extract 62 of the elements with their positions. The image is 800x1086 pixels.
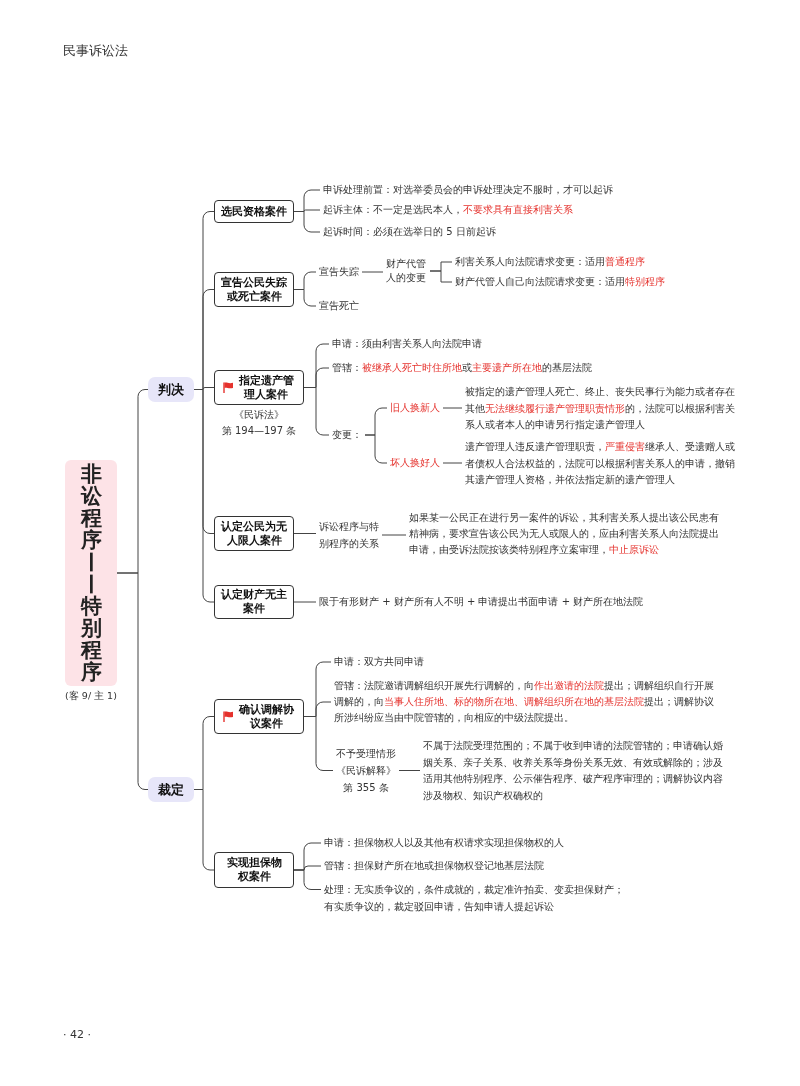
case-title: 认定公民为无人限人案件 — [220, 519, 288, 548]
connector-line — [293, 601, 317, 603]
note-text: 财产代管人自己向法院请求变更：适用特别程序 — [452, 275, 668, 289]
note-text: 申请：须由利害关系人向法院申请 — [329, 337, 485, 351]
citation-text: 第 194—197 条 — [221, 424, 297, 438]
note-text: 申诉处理前置：对选举委员会的申诉处理决定不服时，才可以起诉 — [320, 183, 616, 197]
connector-line — [442, 462, 463, 464]
running-header: 民事诉讼法 — [63, 42, 128, 60]
connector-line — [398, 770, 421, 771]
connector-line — [429, 270, 453, 283]
root-topic-box — [65, 460, 117, 686]
note-paragraph: 不属于法院受理范围的；不属于收到申请的法院管辖的；申请确认婚姻关系、亲子关系、收养关系等身份关系无效、有效或解除的；涉及适用其他特别程序、公示催告程序、破产程序审理的；调解协议内容涉及物权、知识产权确权的 — [420, 738, 726, 804]
note-paragraph: 处理：无实质争议的，条件成就的，裁定准许拍卖、变卖担保财产；有实质争议的，裁定驳回申请，告知申请人提起诉讼 — [321, 881, 627, 915]
note-text: 坏人换好人 — [387, 456, 443, 470]
note-text: 利害关系人向法院请求变更：适用普通程序 — [452, 255, 648, 269]
case-box — [214, 200, 294, 223]
connector-line — [293, 289, 317, 307]
note-text: 宣告死亡 — [316, 299, 362, 313]
case-title: 选民资格案件 — [221, 204, 287, 219]
score-note: (客 9/ 主 1) — [65, 690, 117, 702]
note-text: 申请：担保物权人以及其他有权请求实现担保物权的人 — [321, 836, 567, 850]
case-title: 认定财产无主案件 — [220, 588, 288, 616]
citation-text: 《民诉解释》 — [336, 764, 396, 778]
category-tag: 判决 — [148, 377, 194, 402]
root-topic-title: 非讼程序——特别程序 — [80, 463, 102, 683]
note-text: 诉讼程序与特别程序的关系 — [316, 518, 382, 552]
case-box — [214, 699, 304, 734]
case-title: 确认调解协议案件 — [237, 702, 295, 731]
case-box — [214, 370, 304, 405]
connector-line — [381, 534, 407, 536]
note-text: 限于有形财产 + 财产所有人不明 + 申请提出书面申请 + 财产所在地法院 — [316, 595, 647, 609]
case-box — [214, 852, 294, 888]
note-paragraph: 被指定的遗产管理人死亡、终止、丧失民事行为能力或者存在其他无法继续履行遗产管理职责情形的，法院可以根据利害关系人或者本人的申请另行指定遗产管理人 — [462, 384, 738, 434]
connector-line — [293, 869, 322, 890]
case-title: 宣告公民失踪或死亡案件 — [220, 275, 288, 304]
note-text: 起诉主体：不一定是选民本人，不要求具有直接利害关系 — [320, 203, 576, 217]
citation-text: 第 355 条 — [343, 781, 389, 795]
citation-text: 《民诉法》 — [234, 408, 284, 422]
case-box — [214, 516, 294, 551]
note-paragraph: 管辖：法院邀请调解组织开展先行调解的，向作出邀请的法院提出；调解组织自行开展调解的，向当事人住所地、标的物所在地、调解组织所在地的基层法院提出；调解协议所涉纠纷应当由中院管辖的，向相应的中级法院提出。 — [331, 678, 717, 726]
note-paragraph: 遗产管理人违反遗产管理职责，严重侵害继承人、受遗赠人或者债权人合法权益的，法院可以根据利害关系人的申请，撤销其遗产管理人资格，并依法指定新的遗产管理人 — [462, 439, 738, 489]
connector-line — [442, 407, 463, 409]
case-title: 指定遗产管理人案件 — [237, 373, 295, 402]
note-text: 申请：双方共同申请 — [331, 655, 427, 669]
note-text: 变更： — [329, 428, 365, 442]
note-text: 管辖：被继承人死亡时住所地或主要遗产所在地的基层法院 — [329, 361, 595, 375]
note-text: 旧人换新人 — [387, 401, 443, 415]
note-heading: 不予受理情形 — [336, 747, 396, 761]
connector-line — [293, 533, 317, 534]
case-box — [214, 272, 294, 307]
note-text: 管辖：担保财产所在地或担保物权登记地基层法院 — [321, 859, 547, 873]
case-box — [214, 585, 294, 619]
page-number: · 42 · — [63, 1028, 91, 1041]
note-text: 财产代管人的变更 — [383, 257, 430, 285]
connector-line — [193, 389, 215, 603]
note-text: 起诉时间：必须在选举日的 5 日前起诉 — [320, 225, 499, 239]
note-text: 宣告失踪 — [316, 265, 362, 279]
case-title: 实现担保物权案件 — [225, 856, 283, 884]
category-tag: 裁定 — [148, 777, 194, 802]
connector-line — [361, 271, 384, 273]
connector-line — [293, 211, 321, 233]
note-paragraph: 如果某一公民正在进行另一案件的诉讼，其利害关系人提出该公民患有精神病，要求宣告该公民为无人或限人的，应由利害关系人向法院提出申请，由受诉法院按该类特别程序立案审理，中止原诉讼 — [406, 510, 722, 558]
